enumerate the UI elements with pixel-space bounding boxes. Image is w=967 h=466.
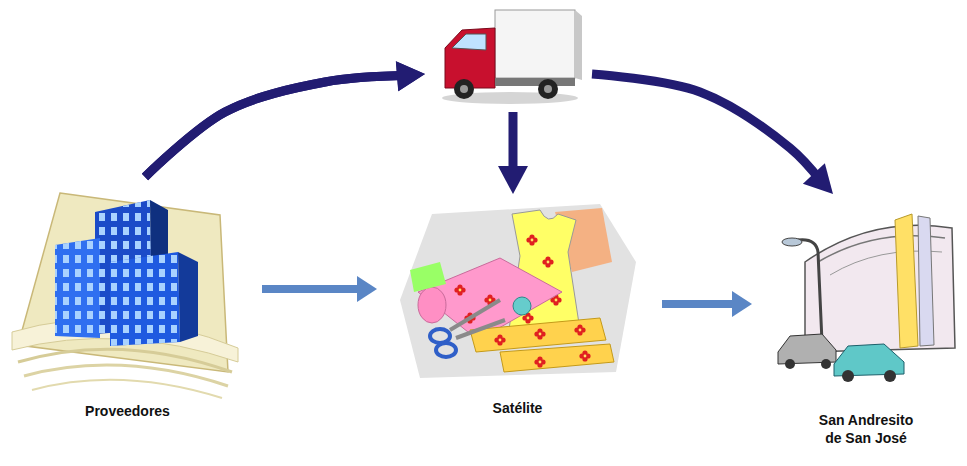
node-label: Proveedores (72, 403, 184, 421)
arrow-shaft (662, 300, 740, 308)
arrow-head (803, 163, 833, 194)
node-label: San Andresito de San José (810, 412, 922, 447)
truck-icon (442, 10, 582, 104)
sewing-icon (400, 204, 636, 378)
arrow-shaft (262, 285, 365, 293)
building-icon (12, 193, 238, 398)
flow-arrow (145, 61, 528, 194)
arrow-shaft (145, 75, 408, 177)
arrow-shaft (145, 75, 408, 177)
arrow-head (357, 276, 377, 302)
arrow-head (396, 61, 425, 91)
node-label: Satélite (462, 400, 574, 418)
flow-arrow (662, 291, 752, 317)
mall-icon (778, 214, 955, 382)
flow-arrow (145, 61, 833, 194)
icon-node: San Andresito de San José (770, 200, 962, 447)
arrow-head (732, 291, 752, 317)
arrow-shaft (592, 74, 822, 182)
flow-arrow (262, 276, 377, 302)
icon-node: Proveedores (15, 185, 240, 421)
arrow-head (396, 61, 425, 91)
icon-node: Satélite (395, 200, 640, 418)
arrow-head (498, 166, 528, 194)
